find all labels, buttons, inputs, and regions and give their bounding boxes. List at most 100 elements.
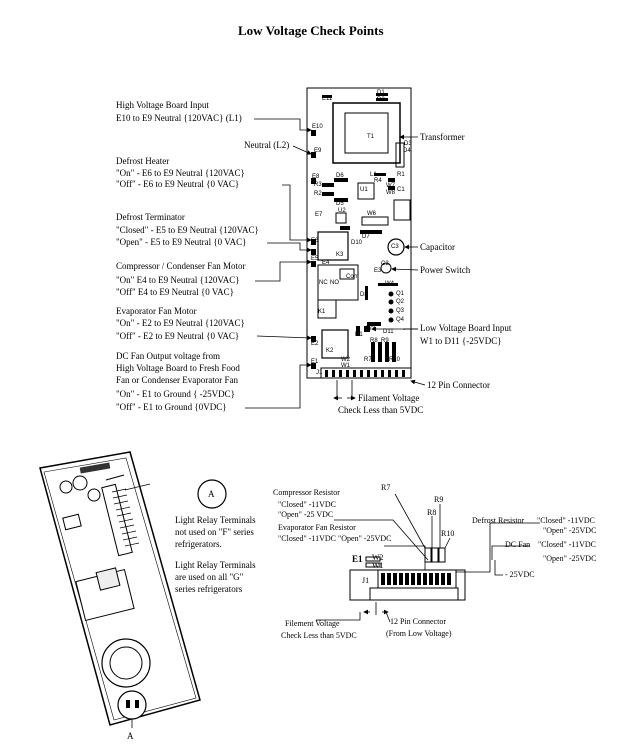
comp-r7: R7 bbox=[364, 357, 372, 363]
power-switch-label: Power Switch bbox=[420, 265, 471, 275]
neutral-label: Neutral (L2) bbox=[244, 140, 290, 150]
compressor-resistor-title: Compressor Resistor bbox=[273, 488, 340, 497]
comp-d3: D3 bbox=[404, 141, 412, 147]
dc-fan-line-2: High Voltage Board to Fresh Food bbox=[116, 363, 240, 373]
hv-input-title: High Voltage Board Input bbox=[116, 100, 209, 110]
dc-fan-off: "Off" - E1 to Ground {0VDC} bbox=[116, 402, 227, 412]
resistor-r9: R9 bbox=[434, 495, 444, 504]
connector-j1: J1 bbox=[362, 576, 370, 585]
comp-c1: C1 bbox=[397, 187, 405, 193]
connector-pins bbox=[325, 370, 405, 377]
comp-w8: W8 bbox=[386, 190, 395, 196]
capacitor-icon bbox=[387, 238, 405, 256]
comp-d1-lower: D1 bbox=[355, 332, 363, 338]
defrost-heater-on: "On" - E6 to E9 Neutral {120VAC} bbox=[116, 168, 245, 178]
comp-q2: Q2 bbox=[396, 299, 405, 305]
defrost-terminator-closed: "Closed" - E5 to E9 Neutral {120VAC} bbox=[116, 225, 259, 235]
connector-label: 12 Pin Connector bbox=[427, 380, 490, 390]
light-relay-2-line-1: Light Relay Terminals bbox=[175, 560, 256, 570]
bottom-letter-a: A bbox=[127, 731, 134, 741]
comp-u2: U2 bbox=[338, 208, 346, 214]
comp-e11: E11 bbox=[322, 96, 333, 102]
defrost-resistor-open: "Open" -25VDC bbox=[543, 526, 597, 535]
evap-fan-title: Evaporator Fan Motor bbox=[116, 306, 197, 316]
comp-d10: D10 bbox=[351, 240, 363, 246]
lv-input-line: W1 to D11 {-25VDC} bbox=[420, 336, 502, 346]
comp-e3: E3 bbox=[374, 268, 382, 274]
light-relay-2-line-3: series refrigerators bbox=[175, 584, 243, 594]
light-relay-1-line-1: Light Relay Terminals bbox=[175, 515, 256, 525]
comp-w6: W6 bbox=[367, 211, 376, 217]
evap-resistor-title: Evaporator Fan Resistor bbox=[278, 523, 356, 532]
comp-k1: K1 bbox=[318, 309, 326, 315]
comp-r8: R8 bbox=[370, 338, 378, 344]
defrost-terminator-title: Defrost Terminator bbox=[116, 212, 185, 222]
terminal-w1: W1 bbox=[372, 561, 384, 570]
comp-com: Com bbox=[346, 274, 359, 280]
relay-k3-icon bbox=[317, 231, 349, 261]
filament-voltage-line-1: Filement Voltage bbox=[285, 619, 340, 628]
compressor-resistor-open: "Open" -25 VDC bbox=[278, 510, 334, 519]
pin-connector-line-2: (From Low Voltage) bbox=[386, 629, 452, 638]
defrost-resistor-closed: "Closed" -11VDC bbox=[537, 516, 596, 525]
comp-r4: R4 bbox=[374, 178, 382, 184]
comp-q3: Q3 bbox=[396, 308, 405, 314]
board-perspective-drawing bbox=[39, 451, 201, 728]
comp-r2: R2 bbox=[314, 191, 322, 197]
filament-label-line-1: Filament Voltage bbox=[358, 393, 420, 403]
resistor-r10: R10 bbox=[441, 529, 455, 538]
comp-r9: R9 bbox=[381, 338, 389, 344]
comp-w1: W1 bbox=[341, 363, 350, 369]
light-relay-1-line-2: not used on "F" series bbox=[175, 527, 254, 537]
comp-e1: E1 bbox=[311, 359, 319, 365]
comp-c3: C3 bbox=[391, 244, 399, 250]
transformer-label: Transformer bbox=[420, 132, 465, 142]
resistor-r8: R8 bbox=[427, 508, 437, 517]
comp-u1: U1 bbox=[360, 187, 368, 193]
comp-k3: K3 bbox=[336, 252, 344, 258]
comp-q4: Q4 bbox=[396, 317, 405, 323]
transformer-icon bbox=[332, 102, 401, 164]
comp-e9: E9 bbox=[314, 148, 322, 154]
compressor-off: "Off" E4 to E9 Neutral {0 VAC} bbox=[116, 287, 234, 297]
comp-e6: E6 bbox=[311, 238, 319, 244]
light-relay-2-line-2: are used on all "G" bbox=[175, 572, 244, 582]
comp-r3: R3 bbox=[314, 182, 322, 188]
dc-fan-line-3: Fan or Condenser Evaporator Fan bbox=[116, 375, 238, 385]
comp-w4: W4 bbox=[385, 281, 394, 287]
comp-e7: E7 bbox=[315, 212, 323, 218]
comp-c2: C2 bbox=[381, 261, 389, 267]
comp-e10: E10 bbox=[312, 124, 323, 130]
callout-a-circle bbox=[197, 479, 227, 509]
light-relay-1-line-3: refrigerators. bbox=[175, 539, 222, 549]
dc-fan-on: "On" - E1 to Ground { -25VDC} bbox=[116, 389, 235, 399]
pin-connector-line-1: 12 Pin Connector bbox=[390, 617, 446, 626]
comp-d11: D11 bbox=[383, 329, 394, 335]
lv-input-title: Low Voltage Board Input bbox=[420, 323, 512, 333]
comp-e4: E4 bbox=[322, 260, 330, 266]
relay-k2-icon bbox=[321, 329, 349, 359]
defrost-terminator-open: "Open" - E5 to E9 Neutral {0 VAC} bbox=[116, 237, 247, 247]
defrost-heater-off: "Off" - E6 to E9 Neutral {0 VAC} bbox=[116, 179, 240, 189]
compressor-resistor-closed: "Closed" -11VDC bbox=[278, 500, 337, 509]
power-switch-icon bbox=[380, 262, 392, 274]
comp-w7: W7 bbox=[386, 183, 395, 189]
comp-d4: D4 bbox=[403, 148, 411, 154]
comp-k2: K2 bbox=[326, 348, 334, 354]
comp-r1: R1 bbox=[397, 172, 405, 178]
dc-fan-line-1: DC Fan Output voltage from bbox=[116, 351, 220, 361]
filament-label-line-2: Check Less than 5VDC bbox=[338, 405, 424, 415]
resistor-r7: R7 bbox=[381, 483, 391, 492]
comp-no: NO bbox=[330, 280, 339, 286]
dc-fan-title: DC Fan bbox=[505, 540, 531, 549]
comp-e2: E2 bbox=[311, 341, 319, 347]
evap-resistor-values: "Closed" -11VDC "Open" -25VDC bbox=[278, 534, 392, 543]
comp-j1: J1 bbox=[316, 370, 323, 376]
page-title: Low Voltage Check Points bbox=[238, 23, 384, 38]
comp-w2: W2 bbox=[341, 357, 350, 363]
comp-d8: D8 bbox=[360, 292, 368, 298]
defrost-heater-title: Defrost Heater bbox=[116, 156, 170, 166]
comp-d1: D1 bbox=[377, 90, 385, 96]
evap-fan-off: "Off" - E2 to E9 Neutral {0 VAC} bbox=[116, 331, 240, 341]
